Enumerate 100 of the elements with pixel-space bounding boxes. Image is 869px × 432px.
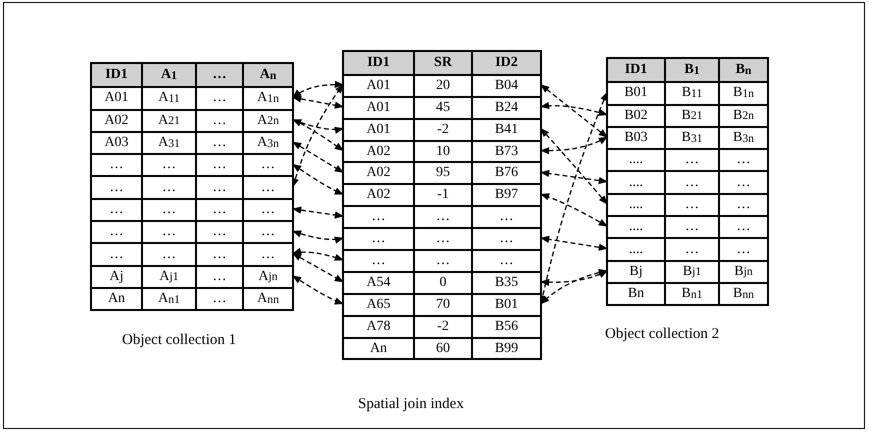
table-row — [344, 292, 540, 315]
table-cell: … — [664, 150, 718, 170]
table-cell-text: B01 — [623, 84, 649, 102]
table-cell-text: A02 — [365, 186, 392, 204]
table-cell-text: .... — [628, 218, 644, 236]
table-cell: 70 — [413, 294, 471, 315]
table-cell: … — [664, 172, 718, 193]
table-row — [608, 215, 767, 238]
table-cell-text: A01 — [365, 120, 392, 139]
table-row — [92, 286, 292, 310]
table-row — [608, 260, 767, 282]
table-row — [92, 264, 292, 287]
table-cell: … — [664, 194, 718, 216]
table-cell: … — [195, 88, 242, 109]
table-cell: … — [141, 200, 195, 220]
header-row — [344, 52, 540, 74]
table-cell: 95 — [413, 163, 471, 184]
table-cell: … — [718, 172, 767, 193]
table-row — [344, 183, 540, 206]
data-table — [90, 62, 294, 312]
table-cell: B04 — [471, 76, 540, 96]
table-row — [344, 336, 540, 358]
table-cell: … — [413, 251, 471, 271]
header-row — [608, 59, 767, 82]
table-cell: … — [195, 110, 242, 131]
table-caption: Spatial join index — [358, 396, 464, 413]
dashed-arrow — [292, 275, 344, 304]
table-cell: … — [471, 251, 540, 271]
table-cell-text: … — [370, 208, 386, 226]
table-cell-text: A01 — [365, 98, 392, 117]
table-cell: … — [242, 155, 292, 176]
table-cell: … — [471, 229, 540, 250]
table-cell-text: A01 — [365, 76, 392, 95]
dashed-arrow — [540, 136, 608, 154]
table-cell-text: Aj — [108, 268, 124, 286]
table-cell-text: An — [368, 340, 388, 358]
table-cell-text: B02 — [623, 106, 649, 125]
table-cell-text: A02 — [103, 112, 130, 130]
table-row — [92, 130, 292, 154]
table-row — [608, 126, 767, 148]
table-cell: -1 — [413, 185, 471, 206]
header-cell-text: ID1 — [366, 54, 391, 72]
table-cell-text: A03 — [103, 134, 130, 152]
table-caption: Object collection 1 — [122, 332, 236, 349]
table-cell: B41 — [471, 120, 540, 140]
table-row — [92, 108, 292, 131]
table-cell: … — [141, 155, 195, 176]
table-row — [92, 220, 292, 242]
table-cell: … — [195, 288, 242, 310]
dashed-arrow — [292, 164, 344, 195]
dashed-arrow — [540, 170, 608, 184]
table-cell-text: Bn — [626, 285, 646, 304]
header-row — [92, 64, 292, 86]
table-cell: B99 — [471, 338, 540, 358]
data-table — [342, 50, 542, 360]
dashed-arrow — [540, 193, 608, 227]
header-cell: ID2 — [471, 52, 540, 74]
table-cell: … — [195, 155, 242, 176]
dashed-arrow — [292, 95, 344, 109]
table-row — [92, 198, 292, 220]
table-cell-text: .... — [628, 151, 644, 170]
dashed-arrow — [540, 236, 608, 251]
table-cell: 0 — [413, 272, 471, 293]
table-cell: … — [141, 177, 195, 198]
table-row — [608, 170, 767, 193]
table-row — [344, 161, 540, 184]
table-cell: 10 — [413, 142, 471, 162]
table-row — [344, 118, 540, 140]
table-cell: … — [718, 150, 767, 170]
dashed-arrow — [292, 119, 344, 152]
table-cell: … — [413, 229, 471, 250]
table-cell: … — [413, 207, 471, 228]
table-cell-text: .... — [628, 196, 644, 214]
table-cell: … — [195, 177, 242, 198]
table-row — [92, 153, 292, 176]
table-cell-text: An — [106, 290, 126, 308]
table-row — [344, 249, 540, 271]
table-cell: … — [471, 207, 540, 228]
table-cell: B97 — [471, 185, 540, 206]
table-cell: 60 — [413, 338, 471, 358]
table-cell-text: B03 — [623, 129, 649, 148]
table-cell-text: … — [108, 246, 124, 264]
table-cell: B35 — [471, 272, 540, 293]
table-cell-text: Bj — [628, 262, 644, 281]
table-cell-text: A02 — [365, 142, 392, 160]
dashed-arrow — [292, 252, 344, 282]
table-cell: … — [195, 222, 242, 242]
table-cell-text: … — [370, 230, 386, 248]
header-cell-text: ID1 — [104, 66, 129, 84]
table-row — [608, 282, 767, 304]
table-cell: … — [141, 222, 195, 242]
header-cell-text: ID1 — [624, 61, 648, 80]
table-row — [608, 192, 767, 216]
table-cell: … — [664, 239, 718, 260]
table-cell: 45 — [413, 98, 471, 118]
table-row — [608, 81, 767, 104]
dashed-arrow — [540, 269, 608, 304]
table-cell: … — [718, 217, 767, 238]
dashed-arrow — [540, 102, 608, 116]
table-cell: … — [664, 217, 718, 238]
